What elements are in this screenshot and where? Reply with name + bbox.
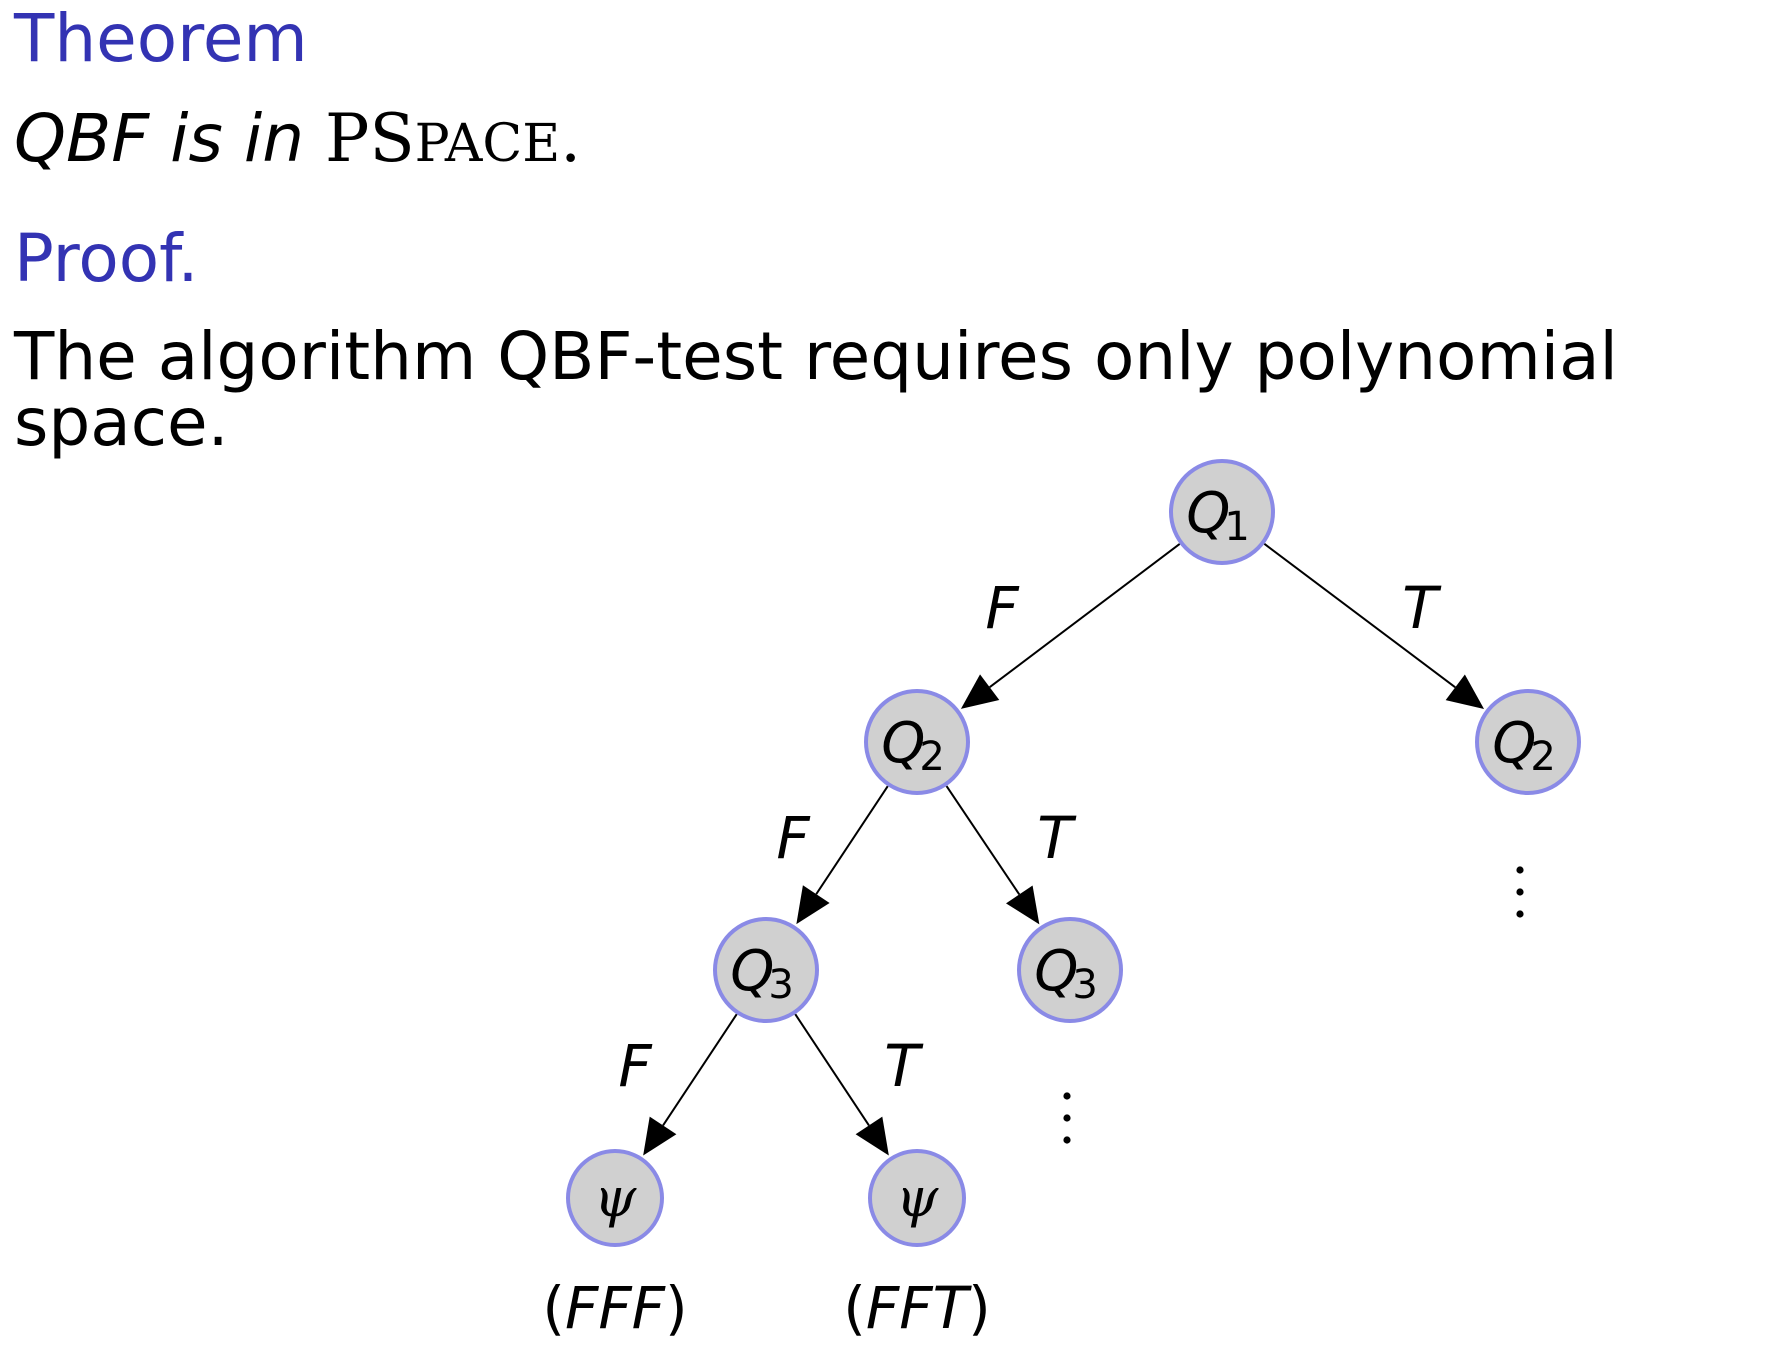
node-symbol-leaf2: ψ	[896, 1166, 939, 1229]
arrowhead-root_l2	[960, 674, 1000, 709]
ellipsis-1-dot-1	[1516, 866, 1524, 874]
ellipsis-2-dot-1	[1063, 1092, 1071, 1100]
edge-label-root_l2: F	[985, 574, 1020, 642]
edge-label-l3_leaf2: T	[884, 1032, 924, 1100]
ellipsis-1-dot-2	[1516, 888, 1524, 896]
arrowhead-l3_leaf2	[855, 1116, 889, 1156]
edge-label-l2_l3: F	[776, 804, 811, 872]
edge-label-l3_leaf1: F	[618, 1032, 653, 1100]
node-label-root: Q1	[1186, 481, 1250, 550]
arrowhead-l2_m3	[1006, 885, 1040, 925]
node-label-l2: Q2	[881, 711, 945, 780]
edge-root_r2	[1263, 543, 1456, 689]
edge-l2_l3	[815, 785, 889, 895]
node-symbol-leaf1: ψ	[594, 1166, 637, 1229]
node-label-m3: Q3	[1034, 939, 1098, 1008]
node-root	[1169, 459, 1275, 565]
arrowhead-root_r2	[1445, 674, 1485, 709]
ellipsis-2-dot-3	[1063, 1136, 1071, 1144]
ellipsis-2-dot-2	[1063, 1114, 1071, 1122]
node-label-l3: Q3	[730, 939, 794, 1008]
node-l2	[864, 689, 970, 795]
ellipsis-1-dot-3	[1516, 910, 1524, 918]
theorem-statement: QBF is in PSPACE.	[14, 106, 581, 172]
leaf-label-1: (FFF)	[542, 1274, 687, 1342]
theorem-heading: Theorem	[14, 0, 308, 77]
edge-l2_m3	[945, 785, 1021, 895]
leaf-label-2: (FFT)	[843, 1274, 990, 1342]
proof-body: The algorithm QBF-test requires only pol…	[14, 318, 1618, 461]
arrowhead-l2_l3	[796, 885, 830, 925]
edge-l3_leaf2	[794, 1013, 870, 1127]
node-r2	[1475, 689, 1581, 795]
theorem-statement-text: QBF is in	[14, 100, 326, 177]
node-label-r2: Q2	[1492, 711, 1556, 780]
edge-root_l2	[989, 543, 1181, 689]
node-m3	[1017, 917, 1123, 1023]
edge-l3_leaf1	[662, 1013, 738, 1127]
edge-label-root_r2: T	[1402, 574, 1442, 642]
node-leaf2	[868, 1149, 966, 1247]
edge-label-l2_m3: T	[1037, 804, 1077, 872]
arrowhead-l3_leaf1	[643, 1116, 677, 1156]
pspace-class: PSPACE.	[325, 100, 582, 177]
node-leaf1	[566, 1149, 664, 1247]
node-l3	[713, 917, 819, 1023]
proof-heading: Proof.	[14, 220, 199, 297]
